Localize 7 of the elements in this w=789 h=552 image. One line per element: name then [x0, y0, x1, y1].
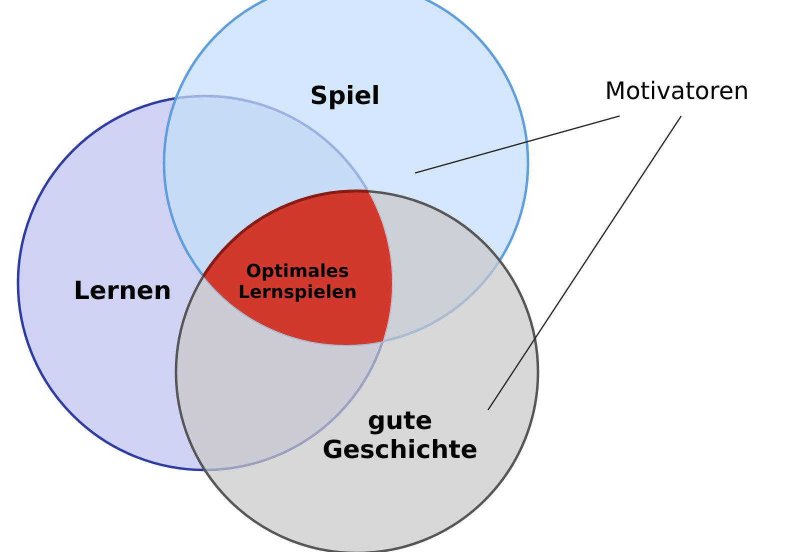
leader-line: [487, 116, 682, 410]
region-label: Optimales Lernspielen: [237, 262, 358, 304]
callout-label: Motivatoren: [605, 78, 749, 106]
circle-label: gute Geschichte: [321, 407, 479, 464]
circle-label: Spiel: [309, 82, 381, 111]
circle-label: Lernen: [72, 277, 172, 306]
leader-line: [414, 115, 620, 174]
